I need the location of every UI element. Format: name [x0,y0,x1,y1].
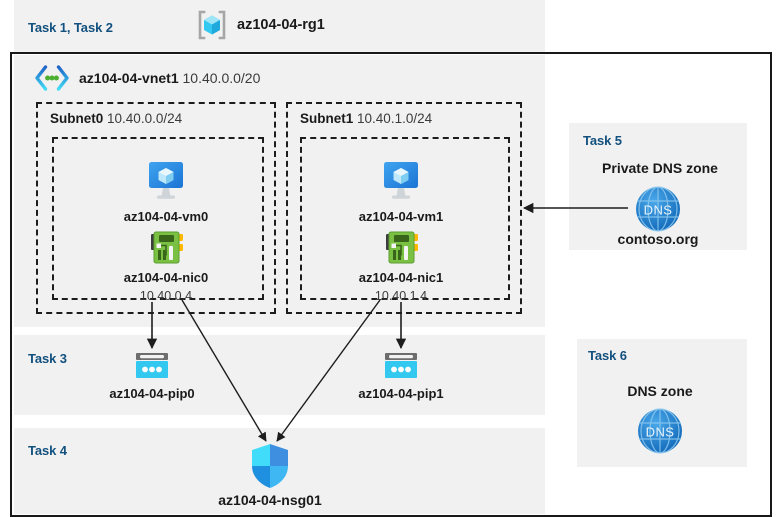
private-dns-zone-title: Private DNS zone [602,160,718,176]
subnet0-resources-box [52,137,264,300]
dns-zone-icon[interactable]: DNS [635,407,685,455]
subnet0-title: Subnet0 10.40.0.0/24 [50,111,182,126]
task-label-1-2: Task 1, Task 2 [28,20,113,35]
vnet-cidr: 10.40.0.0/20 [182,70,261,86]
task-label-3: Task 3 [28,351,67,366]
subnet1-resources-box [300,137,510,300]
subnet1-box: Subnet1 10.40.1.0/24 [286,102,522,314]
subnet1-name: Subnet1 [300,111,354,126]
resource-group-icon [196,9,228,41]
vm0-label: az104-04-vm0 [123,209,209,224]
subnet0-box: Subnet0 10.40.0.0/24 [36,102,276,314]
network-interface-icon[interactable] [384,231,420,265]
virtual-machine-icon[interactable] [377,160,425,204]
resource-group-name: az104-04-rg1 [237,17,325,33]
public-ip-address-icon[interactable] [382,352,420,382]
nsg-label: az104-04-nsg01 [218,492,322,508]
subnet1-title: Subnet1 10.40.1.0/24 [300,111,432,126]
pip0-label: az104-04-pip0 [109,386,195,401]
task-label-4: Task 4 [28,443,67,458]
task-label-6: Task 6 [588,348,627,363]
vnet-name-and-cidr: az104-04-vnet1 10.40.0.0/20 [79,70,260,86]
task3-panel [14,335,545,415]
nic0-label: az104-04-nic0 [123,270,209,285]
pip1-label: az104-04-pip1 [358,386,444,401]
public-ip-address-icon[interactable] [133,352,171,382]
task-label-5: Task 5 [583,133,622,148]
subnet0-cidr: 10.40.0.0/24 [107,111,183,126]
vnet-title-group: az104-04-vnet1 10.40.0.0/20 [34,65,260,91]
virtual-network-icon [34,65,70,91]
dns-icon-text: DNS [646,425,675,440]
virtual-machine-icon[interactable] [142,160,190,204]
subnet0-name: Subnet0 [50,111,104,126]
network-security-group-icon[interactable] [249,443,291,489]
dns-zone-icon[interactable]: DNS [633,185,683,233]
dns-icon-text: DNS [644,203,673,218]
resource-group-header-panel [14,0,545,52]
vm1-label: az104-04-vm1 [358,209,444,224]
vnet-name: az104-04-vnet1 [79,70,179,86]
nic1-label: az104-04-nic1 [358,270,444,285]
vnet-panel: az104-04-vnet1 10.40.0.0/20 Subnet0 10.4… [14,55,545,327]
dns-zone-title: DNS zone [627,383,693,399]
subnet1-cidr: 10.40.1.0/24 [357,111,433,126]
private-dns-zone-name: contoso.org [617,231,699,247]
network-interface-icon[interactable] [149,231,185,265]
resource-group-title-group: az104-04-rg1 [196,9,325,41]
nic0-ip: 10.40.0.4 [139,289,193,303]
nic1-ip: 10.40.1.4 [374,289,428,303]
